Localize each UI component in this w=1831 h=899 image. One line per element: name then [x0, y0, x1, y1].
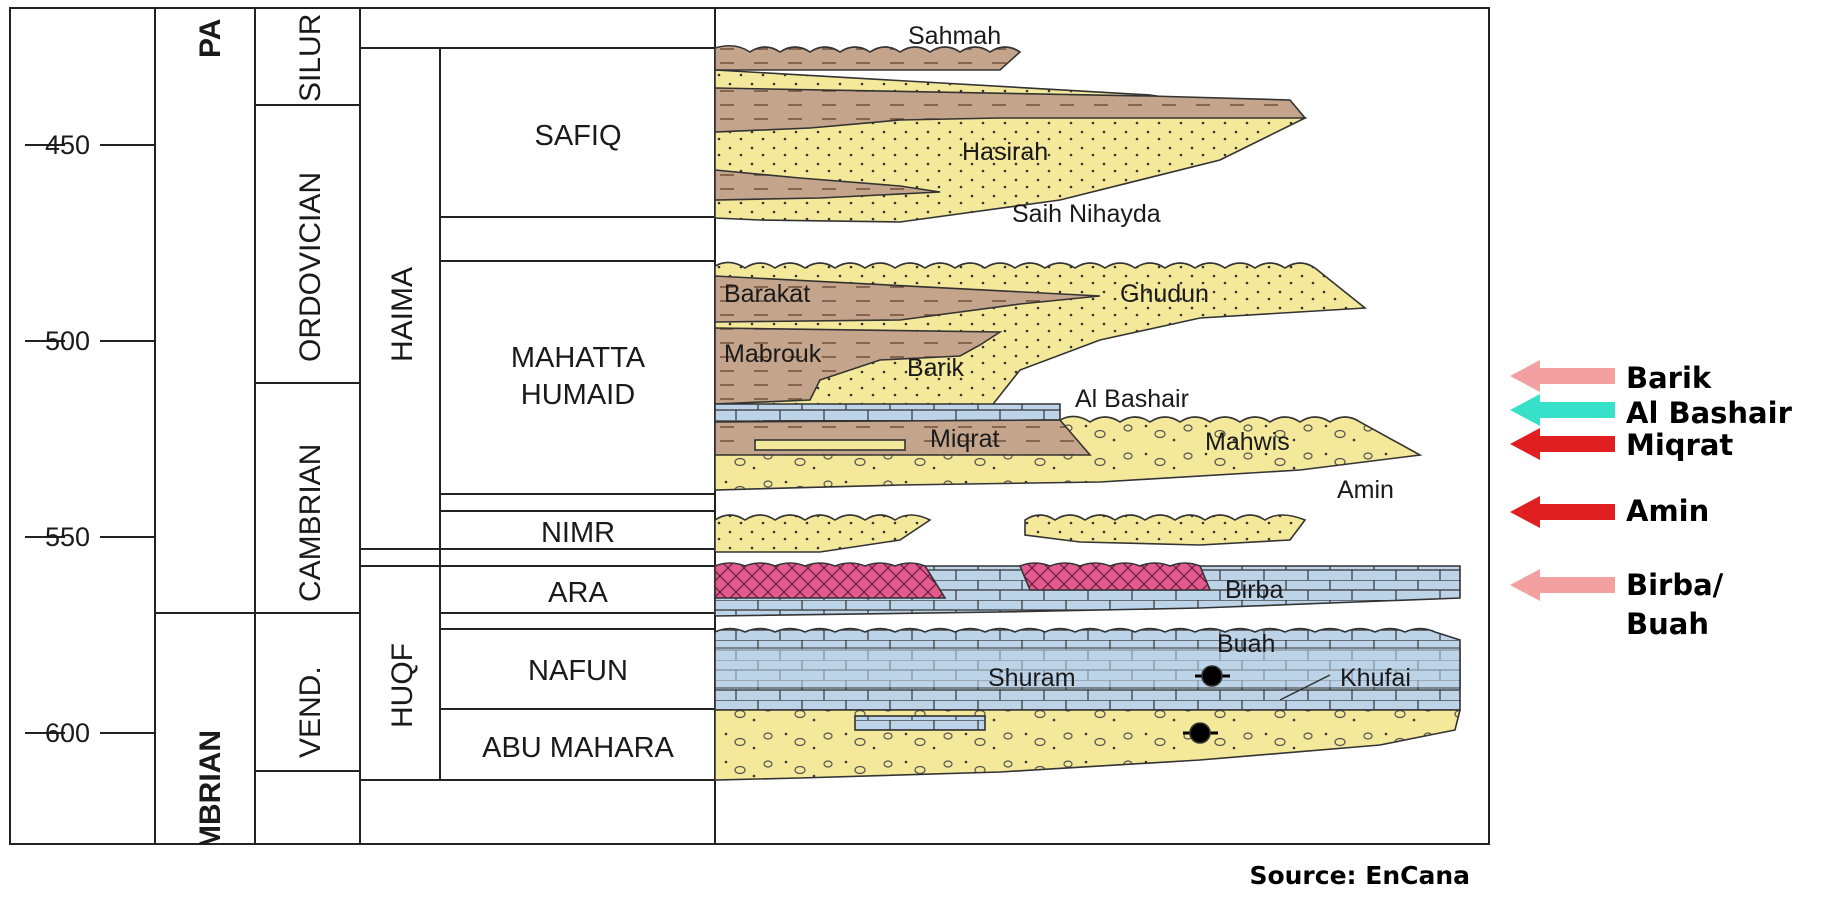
era-label: PA	[194, 19, 227, 58]
period-label: ORDOVICIAN	[294, 172, 327, 362]
subgroup-label: SAFIQ	[534, 120, 621, 152]
legend: Barik Al Bashair Miqrat Amin Birba/ Buah	[1510, 360, 1793, 641]
age-tick-label: 450	[45, 130, 90, 160]
miqrat-sand-lens	[755, 440, 905, 450]
ara-salt	[1020, 563, 1210, 590]
formation-label: Miqrat	[930, 425, 1000, 453]
subgroup-label: ABU MAHARA	[482, 732, 674, 764]
ara-salt	[715, 563, 945, 598]
subgroup-label: ARA	[548, 577, 608, 609]
legend-item-amin: Amin	[1510, 494, 1709, 528]
legend-label: Amin	[1626, 494, 1709, 528]
arrow-left-icon	[1510, 428, 1615, 460]
legend-item-al-bashair: Al Bashair	[1510, 394, 1793, 430]
age-tick-label: 600	[45, 718, 90, 748]
al-bashair-carbonate	[715, 404, 1060, 422]
subgroup-label: NAFUN	[528, 655, 628, 687]
nimr-sand	[1025, 515, 1305, 545]
arrow-left-icon	[1510, 360, 1615, 392]
legend-label: Al Bashair	[1626, 396, 1793, 430]
formation-label: Buah	[1217, 630, 1275, 658]
formation-label: Birba	[1225, 576, 1283, 604]
period-label: CAMBRIAN	[294, 444, 327, 602]
legend-label: Barik	[1626, 361, 1712, 395]
formation-label: Al Bashair	[1075, 385, 1189, 413]
subgroup-label: NIMR	[541, 517, 615, 549]
arrow-left-icon	[1510, 394, 1615, 426]
legend-label: Buah	[1626, 607, 1709, 641]
legend-item-barik: Barik	[1510, 360, 1712, 395]
formation-label: Mabrouk	[724, 340, 822, 368]
arrow-left-icon	[1510, 569, 1615, 601]
era-label: MBRIAN	[194, 730, 227, 850]
formation-label: Amin	[1337, 476, 1394, 504]
abu-mahara-carbonate-lens	[855, 716, 985, 730]
subgroup-label: MAHATTA	[511, 342, 646, 374]
subgroup-label: HUMAID	[521, 379, 635, 411]
age-tick-label: 500	[45, 326, 90, 356]
legend-label: Birba/	[1626, 568, 1724, 602]
formation-label: Barik	[907, 354, 964, 382]
arrow-left-icon	[1510, 496, 1615, 528]
source-caption: Source: EnCana	[1249, 861, 1470, 890]
formation-label: Sahmah	[908, 22, 1001, 50]
age-tick-label: 550	[45, 522, 90, 552]
formation-label: Mahwis	[1205, 428, 1290, 456]
period-label: VEND.	[294, 666, 327, 758]
formation-label: Barakat	[724, 280, 810, 308]
period-label: SILUR	[294, 14, 327, 102]
formation-label: Shuram	[988, 664, 1076, 692]
legend-item-miqrat: Miqrat	[1510, 428, 1733, 462]
formation-label: Saih Nihayda	[1012, 200, 1161, 228]
formation-label: Hasirah	[962, 138, 1048, 166]
formation-label: Ghudun	[1120, 280, 1209, 308]
legend-label: Miqrat	[1626, 428, 1733, 462]
group-label: HAIMA	[386, 267, 419, 362]
formation-label: Khufai	[1340, 664, 1411, 692]
legend-item-birba-buah: Birba/ Buah	[1510, 568, 1724, 641]
group-label: HUQF	[386, 643, 419, 728]
